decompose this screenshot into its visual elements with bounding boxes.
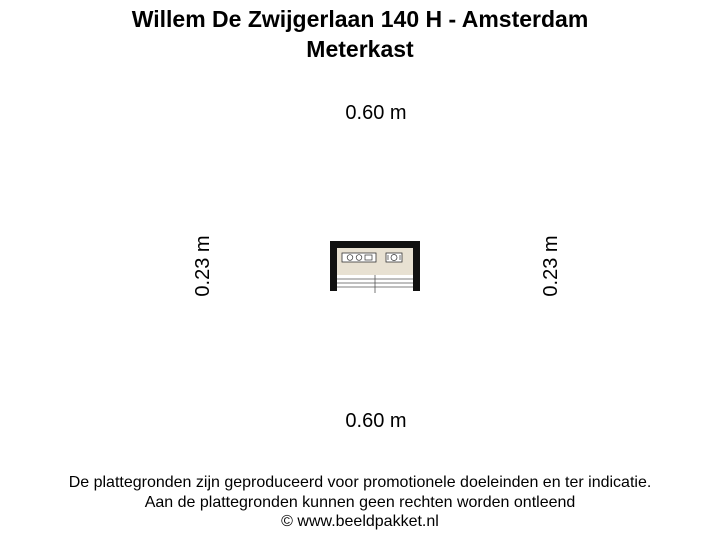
meter-left-group: [341, 252, 377, 263]
disclaimer-line-1: De plattegronden zijn geproduceerd voor …: [68, 474, 652, 491]
dimension-left: 0.23 m: [192, 235, 214, 297]
dimension-right: 0.23 m: [540, 235, 562, 297]
room-name: Meterkast: [306, 36, 414, 62]
meter-right-group: [385, 252, 403, 263]
copyright-text: © www.beeldpakket.nl: [281, 513, 439, 530]
disclaimer-line-2: Aan de plattegronden kunnen geen rechten…: [144, 494, 576, 511]
floorplan-drawing: [330, 241, 420, 293]
page-title: Willem De Zwijgerlaan 140 H - Amsterdam: [131, 6, 589, 32]
dimension-bottom: 0.60 m: [345, 410, 407, 432]
dimension-top: 0.60 m: [345, 102, 407, 124]
